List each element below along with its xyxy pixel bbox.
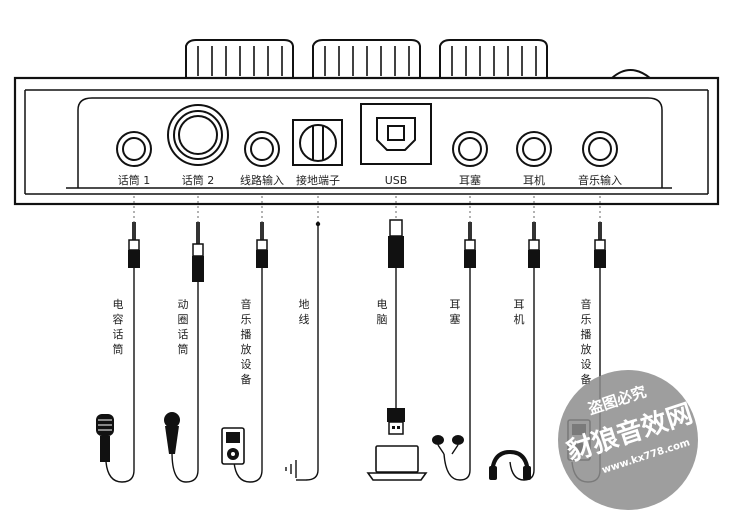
dynamic-mic-icon [164, 412, 180, 454]
port-label-headphone: 耳机 [523, 173, 545, 187]
ground-terminal[interactable] [292, 119, 343, 166]
plug-earbud [464, 222, 476, 268]
device-label-condenser: 电容话筒 [113, 298, 124, 356]
knob-middle [312, 39, 421, 79]
port-label-music-in: 音乐输入 [578, 173, 622, 187]
device-label-dynamic: 动圈话筒 [178, 298, 189, 356]
port-label-mic1: 话筒 1 [118, 173, 151, 187]
knob-right [439, 39, 548, 79]
ground-icon [285, 460, 306, 481]
plug-mic1 [128, 222, 140, 268]
device-label-ground: 地线 [299, 298, 310, 326]
plug-mic2 [192, 222, 204, 282]
jack-earbud[interactable] [452, 131, 488, 167]
port-label-earbud: 耳塞 [459, 173, 481, 187]
watermark: 盗图必究 豺狼音效网 www.kx778.com [558, 370, 698, 510]
jack-headphone[interactable] [516, 131, 552, 167]
jack-mic2-xlr[interactable] [167, 104, 229, 166]
plug-line-in [256, 222, 268, 268]
device-label-player1: 音乐播放设备 [241, 297, 252, 386]
port-label-ground: 接地端子 [296, 174, 340, 187]
usb-stick-icon [387, 408, 405, 435]
plug-usb [388, 219, 404, 268]
usb-port[interactable] [360, 103, 432, 165]
ground-wire-end [315, 221, 321, 227]
music-player-icon [221, 427, 245, 465]
knob-left [185, 39, 294, 79]
condenser-mic-icon [96, 414, 114, 462]
headphones-icon [489, 449, 531, 480]
plug-headphone [528, 222, 540, 268]
jack-line-in[interactable] [244, 131, 280, 167]
laptop-icon [366, 445, 428, 481]
guide-lines [133, 196, 601, 222]
jack-music-in[interactable] [582, 131, 618, 167]
port-label-line-in: 线路输入 [240, 173, 284, 187]
jack-mic1[interactable] [116, 131, 152, 167]
small-knob [609, 69, 653, 79]
port-label-usb: USB [385, 174, 408, 187]
device-label-headphone: 耳机 [514, 298, 525, 326]
port-label-mic2: 话筒 2 [182, 173, 215, 187]
device-label-pc: 电脑 [377, 298, 388, 326]
earbuds-icon [432, 435, 464, 455]
device-label-earbud: 耳塞 [450, 298, 461, 326]
device-label-player2: 音乐播放设备 [581, 297, 592, 386]
plug-music-in [594, 222, 606, 268]
